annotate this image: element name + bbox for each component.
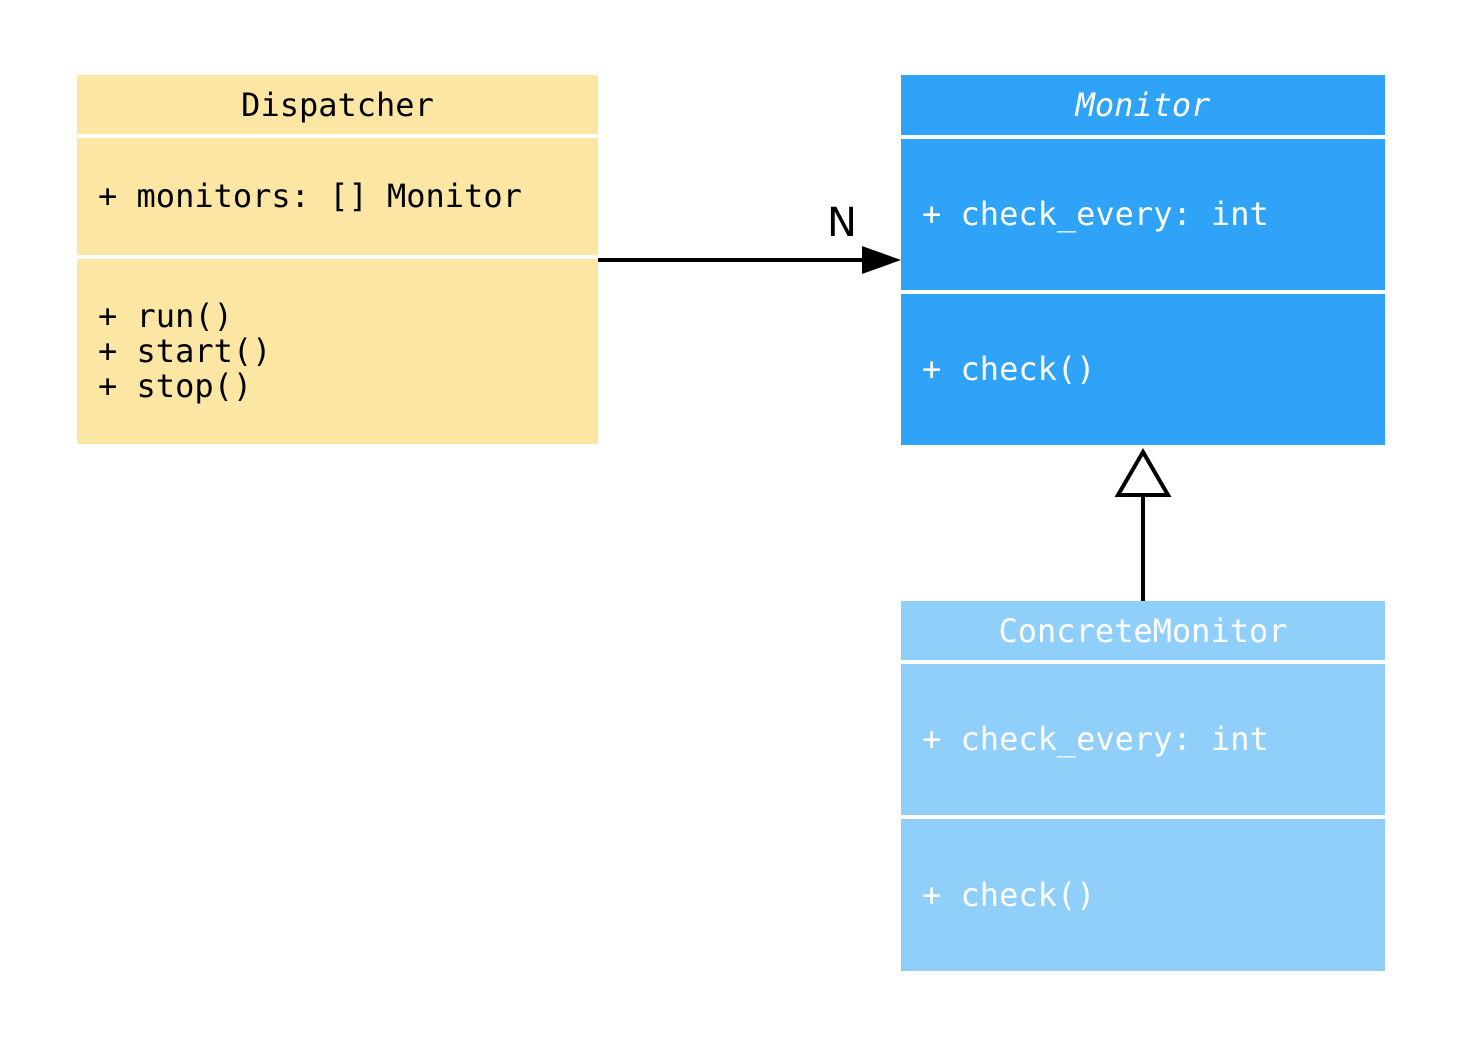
filled-arrowhead-icon <box>862 246 901 274</box>
inheritance-arrow-concretemonitor-to-monitor <box>1114 448 1172 601</box>
method-item: + check() <box>922 875 1096 914</box>
section-divider <box>901 290 1385 294</box>
attributes-section-dispatcher: + monitors: [] Monitor <box>77 138 598 255</box>
class-box-monitor: Monitor + check_every: int + check() <box>901 75 1385 445</box>
method-item: + check() <box>922 350 1096 388</box>
class-box-concretemonitor: ConcreteMonitor + check_every: int + che… <box>901 601 1385 971</box>
methods-section-concretemonitor: + check() <box>901 819 1385 971</box>
attributes-section-monitor: + check_every: int <box>901 139 1385 290</box>
methods-section-dispatcher: + run() + start() + stop() <box>77 259 598 444</box>
class-title-monitor: Monitor <box>901 75 1385 135</box>
association-arrow-dispatcher-to-monitor <box>598 246 901 274</box>
method-item: + stop() <box>98 367 253 405</box>
methods-section-monitor: + check() <box>901 294 1385 445</box>
section-divider <box>901 815 1385 819</box>
class-title-dispatcher: Dispatcher <box>77 75 598 134</box>
association-multiplicity-label: N <box>827 200 857 246</box>
section-divider <box>77 134 598 138</box>
class-box-dispatcher: Dispatcher + monitors: [] Monitor + run(… <box>77 75 598 444</box>
attribute-item: + check_every: int <box>922 720 1269 758</box>
attribute-item: + monitors: [] Monitor <box>98 177 522 215</box>
attributes-section-concretemonitor: + check_every: int <box>901 664 1385 815</box>
class-title-concretemonitor: ConcreteMonitor <box>901 601 1385 660</box>
section-divider <box>77 255 598 259</box>
section-divider <box>901 660 1385 664</box>
method-item: + run() <box>98 297 233 335</box>
method-item: + start() <box>98 332 272 370</box>
attribute-item: + check_every: int <box>922 195 1269 233</box>
section-divider <box>901 135 1385 139</box>
hollow-triangle-arrowhead-icon <box>1114 448 1172 497</box>
